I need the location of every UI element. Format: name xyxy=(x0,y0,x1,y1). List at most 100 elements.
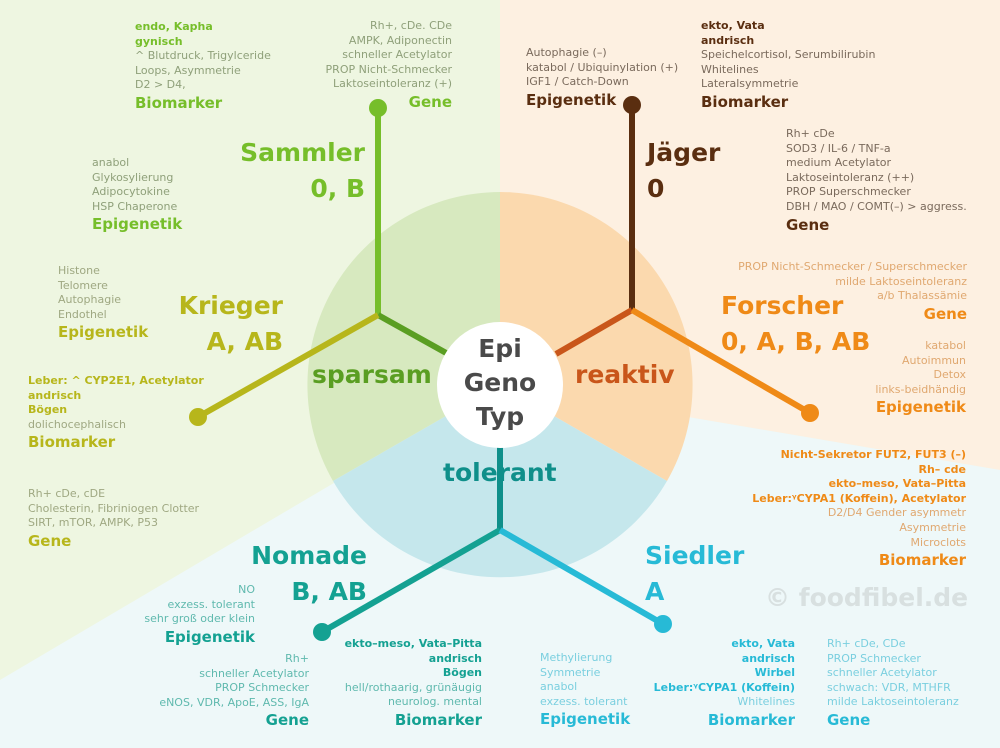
blood-group: 0 xyxy=(647,174,665,203)
jaeger-epigenetik: Autophagie (–) katabol / Ubiquinylation … xyxy=(526,46,678,110)
branch-nomade xyxy=(320,527,502,635)
type-nomade: Nomade B, AB xyxy=(230,538,367,610)
text-line: Leber: ^ CYP2E1, Acetylator xyxy=(28,374,204,387)
text-line: IGF1 / Catch-Down xyxy=(526,75,629,89)
branch-sparsam xyxy=(376,312,450,357)
section-heading: Epigenetik xyxy=(526,90,617,109)
text-line: Rh+ cDe, cDE xyxy=(28,487,106,500)
text-line: Leber:ᵞCYPA1 (Koffein) xyxy=(653,680,795,694)
text-line: ^ Blutdruck, Trigylceride xyxy=(135,49,271,63)
center-line: Epi xyxy=(478,334,522,363)
section-heading: Gene xyxy=(265,711,309,730)
nomade-gene: Rh+ schneller Acetylator PROP Schmecker … xyxy=(150,652,309,730)
branch-reaktiv xyxy=(554,307,634,357)
text-line: Adipocytokine xyxy=(92,185,170,199)
section-heading: Biomarker xyxy=(28,433,116,452)
forscher-gene: PROP Nicht-Schmecker / Superschmecker mi… xyxy=(700,260,967,324)
type-name: Nomade xyxy=(251,541,367,570)
text-line: andrisch xyxy=(428,651,482,665)
text-line: Loops, Asymmetrie xyxy=(135,63,241,77)
text-line: medium Acetylator xyxy=(786,156,892,170)
text-line: SIRT, mTOR, AMPK, P53 xyxy=(28,516,158,530)
text-line: Rh+ cDe, CDe xyxy=(827,637,906,650)
text-line: milde Laktoseintoleranz xyxy=(835,274,967,288)
text-line: AMPK, Adiponectin xyxy=(348,33,452,47)
section-heading: Gene xyxy=(408,92,452,111)
text-line: milde Laktoseintoleranz xyxy=(827,695,959,709)
krieger-biomarker: Leber: ^ CYP2E1, Acetylator andrisch Bög… xyxy=(28,374,204,452)
text-line: D2/D4 Gender asymmetr xyxy=(827,506,966,520)
text-line: Rh+ cDe xyxy=(786,127,835,140)
type-name: Jäger xyxy=(647,138,721,167)
text-line: Laktoseintoleranz (+) xyxy=(333,77,452,91)
text-line: PROP Schmecker xyxy=(827,651,921,665)
section-heading: Gene xyxy=(923,304,967,323)
text-line: schneller Acetylator xyxy=(342,48,452,62)
text-line: HSP Chaperone xyxy=(92,199,178,213)
text-line: Leber:ᵞCYPA1 (Koffein), Acetylator xyxy=(752,491,966,505)
group-reaktiv: reaktiv xyxy=(575,360,675,389)
text-line: endo, Kapha xyxy=(135,20,213,33)
text-line: Bögen xyxy=(442,666,482,680)
section-heading: Gene xyxy=(827,710,871,729)
type-name: Krieger xyxy=(178,291,283,320)
text-line: Rh+ xyxy=(285,652,309,665)
text-line: sehr groß oder klein xyxy=(144,612,255,626)
section-heading: Biomarker xyxy=(394,710,482,729)
section-heading: Biomarker xyxy=(878,551,966,570)
section-heading: Biomarker xyxy=(135,93,223,112)
sammler-biomarker: endo, Kapha gynisch ^ Blutdruck, Trigylc… xyxy=(135,20,271,113)
text-line: katabol xyxy=(925,339,966,352)
text-line: andrisch xyxy=(701,33,755,47)
nomade-biomarker: ekto–meso, Vata–Pitta andrisch Bögen hel… xyxy=(330,637,482,730)
text-line: dolichocephalisch xyxy=(28,417,126,431)
section-heading: Epigenetik xyxy=(58,323,149,342)
text-line: PROP Nicht-Schmecker / Superschmecker xyxy=(738,260,967,273)
blood-group: 0, B xyxy=(310,174,365,203)
text-line: gynisch xyxy=(135,34,183,48)
text-line: DBH / MAO / COMT(–) > aggress. xyxy=(786,199,967,213)
section-heading: Epigenetik xyxy=(875,398,966,417)
text-line: Wirbel xyxy=(754,666,795,680)
text-line: exzess. tolerant xyxy=(167,597,256,611)
blood-group: A, AB xyxy=(206,327,283,356)
text-line: hell/rothaarig, grünäugig xyxy=(344,680,482,694)
text-line: schneller Acetylator xyxy=(827,666,937,680)
text-line: exzess. tolerant xyxy=(540,694,628,708)
krieger-epigenetik: Histone Telomere Autophagie Endothel Epi… xyxy=(58,264,148,342)
node-krieger xyxy=(189,408,207,426)
text-line: schwach: VDR, MTHFR xyxy=(827,680,951,694)
section-heading: Biomarker xyxy=(701,92,789,111)
section-heading: Gene xyxy=(786,215,830,234)
branch-krieger xyxy=(196,312,380,420)
text-line: Laktoseintoleranz (++) xyxy=(786,170,915,184)
center-line: Typ xyxy=(475,402,525,431)
blood-group: B, AB xyxy=(291,577,367,606)
text-line: Endothel xyxy=(58,307,107,321)
text-line: links-beidhändig xyxy=(875,382,966,396)
center-circle xyxy=(437,322,563,448)
text-line: a/b Thalassämie xyxy=(877,289,967,303)
group-tolerant: tolerant xyxy=(443,458,557,487)
text-line: Glykosylierung xyxy=(92,170,174,184)
text-line: Symmetrie xyxy=(540,665,601,679)
text-line: ekto, Vata xyxy=(701,19,765,32)
text-line: Speichelcortisol, Serumbilirubin xyxy=(701,48,876,62)
jaeger-gene: Rh+ cDe SOD3 / IL-6 / TNF-a medium Acety… xyxy=(786,127,967,235)
text-line: Whitelines xyxy=(701,62,759,76)
text-line: Detox xyxy=(933,368,966,382)
node-sammler xyxy=(369,99,387,117)
text-line: Methylierung xyxy=(540,651,613,664)
section-heading: Epigenetik xyxy=(164,627,255,646)
text-line: Autoimmun xyxy=(902,353,966,367)
text-line: ekto, Vata xyxy=(731,637,795,650)
type-name: Forscher xyxy=(721,291,844,320)
forscher-biomarker: Nicht-Sekretor FUT2, FUT3 (–) Rh– cde ek… xyxy=(700,448,966,570)
text-line: Microclots xyxy=(910,535,966,549)
node-jaeger xyxy=(623,96,641,114)
text-line: Cholesterin, Fibriniogen Clotter xyxy=(28,501,200,515)
text-line: andrisch xyxy=(741,651,795,665)
section-heading: Gene xyxy=(28,531,72,550)
